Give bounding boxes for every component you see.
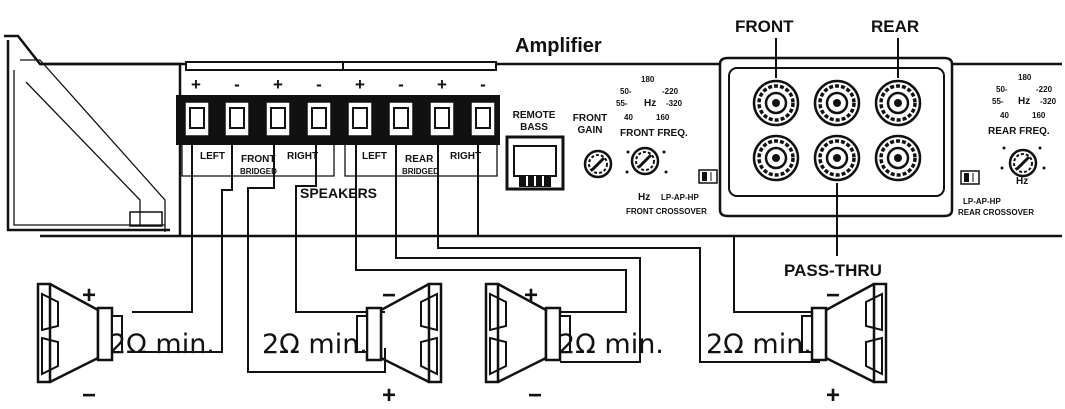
pass-thru-label: PASS-THRU [784, 261, 882, 280]
channel-labels: LEFT FRONT RIGHT BRIDGED LEFT REAR RIGHT… [181, 145, 498, 201]
speaker-terminal-front-right-negative[interactable] [302, 97, 336, 143]
rear-freq-scale-mark: -220 [1036, 85, 1053, 94]
speaker-4-bottom-sign: + [826, 382, 840, 409]
rca-front-label: FRONT [735, 17, 794, 36]
speaker-4-impedance: 2Ω min. [706, 329, 812, 360]
front-freq-scale-mark: 180 [641, 75, 655, 84]
rear-freq-label: REAR FREQ. [988, 126, 1050, 137]
front-freq-scale-mark: 160 [656, 113, 670, 122]
speaker-1-impedance: 2Ω min. [109, 329, 215, 360]
front-freq-scale-mark: 40 [624, 113, 633, 122]
rear-bridged-label: BRIDGED [402, 167, 439, 176]
speaker-terminal-rear-left-negative[interactable] [384, 97, 418, 143]
front-freq-hz-label: Hz [644, 98, 656, 109]
speaker-3-bottom-sign: − [528, 382, 542, 409]
rca-pass-thru-right[interactable] [874, 134, 922, 182]
speaker-1-bottom-sign: − [82, 382, 96, 409]
front-left-label: LEFT [200, 151, 225, 162]
speaker-4 [800, 282, 888, 384]
rear-freq-scale-mark: 160 [1032, 111, 1046, 120]
rca-pass-thru-center[interactable] [813, 134, 861, 182]
rear-freq-hz-bottom-label: Hz [1016, 176, 1028, 187]
polarity-sign: + [273, 75, 283, 94]
speaker-terminal-rear-right-negative[interactable] [466, 97, 500, 143]
terminal-polarity-signs: + - + - + - + - [191, 75, 486, 94]
front-gain-knob[interactable] [583, 149, 613, 179]
rear-freq-scale-mark: 40 [1000, 111, 1009, 120]
rear-freq-scale-mark: -320 [1040, 97, 1057, 106]
rca-front-left-input[interactable] [752, 79, 800, 127]
rca-pass-thru-left[interactable] [752, 134, 800, 182]
rear-crossover-label: REAR CROSSOVER [958, 208, 1034, 217]
speakers-label: SPEAKERS [300, 185, 377, 201]
front-freq-hz-bottom-label: Hz [638, 192, 650, 203]
rear-left-label: LEFT [362, 151, 387, 162]
rear-frequency-control: 180 50- -220 55- -320 40 160 Hz REAR FRE… [958, 73, 1057, 217]
front-crossover-label: FRONT CROSSOVER [626, 207, 707, 216]
polarity-sign: - [398, 75, 404, 94]
front-freq-label: FRONT FREQ. [620, 128, 688, 139]
rear-center-label: REAR [405, 154, 434, 165]
speaker-2-top-sign: − [382, 282, 396, 309]
rca-rear-left-input[interactable] [874, 79, 922, 127]
front-freq-scale-mark: 55- [616, 99, 628, 108]
speaker-terminal-rear-right-positive[interactable] [425, 97, 459, 143]
rear-freq-scale-mark: 180 [1018, 73, 1032, 82]
polarity-sign: + [437, 75, 447, 94]
speaker-2 [355, 282, 443, 384]
front-freq-scale-mark: -220 [662, 87, 679, 96]
front-gain-label-line1: FRONT [573, 113, 607, 124]
remote-label: REMOTE [513, 110, 556, 121]
rear-crossover-switch-label: LP-AP-HP [963, 197, 1001, 206]
speaker-1-top-sign: + [82, 282, 96, 309]
rear-crossover-switch[interactable] [960, 170, 980, 185]
front-frequency-knob[interactable] [630, 146, 660, 176]
front-center-label: FRONT [241, 154, 275, 165]
rear-freq-scale-mark: 50- [996, 85, 1008, 94]
speaker-terminal-front-left-positive[interactable] [180, 97, 214, 143]
polarity-sign: + [355, 75, 365, 94]
rear-frequency-knob[interactable] [1008, 148, 1038, 178]
speaker-terminal-block [176, 95, 500, 145]
rear-right-label: RIGHT [450, 151, 481, 162]
speaker-3-top-sign: + [524, 282, 538, 309]
front-crossover-switch-label: LP-AP-HP [661, 193, 699, 202]
speaker-terminal-front-right-positive[interactable] [261, 97, 295, 143]
rca-front-right-input[interactable] [813, 79, 861, 127]
speaker-wiring [132, 145, 820, 373]
remote-bass-jack[interactable]: REMOTE BASS [505, 110, 565, 191]
amplifier-title: Amplifier [515, 35, 602, 57]
polarity-sign: - [234, 75, 240, 94]
speaker-4-top-sign: − [826, 282, 840, 309]
front-crossover-switch[interactable] [698, 169, 718, 184]
front-gain-label-line2: GAIN [578, 125, 603, 136]
front-frequency-control: 180 50- -220 55- -320 40 160 Hz FRONT FR… [616, 75, 707, 216]
polarity-sign: - [316, 75, 322, 94]
speaker-2-bottom-sign: + [382, 382, 396, 409]
rear-freq-scale-mark: 55- [992, 97, 1004, 106]
front-bridged-label: BRIDGED [240, 167, 277, 176]
front-right-label: RIGHT [287, 151, 318, 162]
speaker-terminal-rear-left-positive[interactable] [343, 97, 377, 143]
front-freq-scale-mark: 50- [620, 87, 632, 96]
front-freq-scale-mark: -320 [666, 99, 683, 108]
polarity-sign: + [191, 75, 201, 94]
speaker-2-impedance: 2Ω min. [262, 329, 368, 360]
speaker-3-impedance: 2Ω min. [558, 329, 664, 360]
speaker-terminal-front-left-negative[interactable] [220, 97, 254, 143]
polarity-sign: - [480, 75, 486, 94]
rca-rear-label: REAR [871, 17, 919, 36]
rear-freq-hz-label: Hz [1018, 96, 1030, 107]
bass-label: BASS [520, 122, 548, 133]
